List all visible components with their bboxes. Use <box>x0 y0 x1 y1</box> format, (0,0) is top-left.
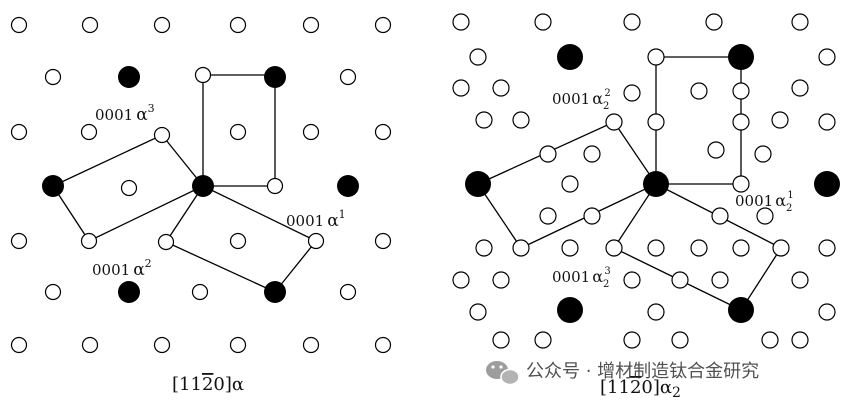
watermark: 公众号 · 增材制造钛合金研究 <box>486 361 759 386</box>
filled-atoms <box>42 66 359 303</box>
filled-atoms <box>465 44 840 323</box>
wechat-icon <box>486 361 520 386</box>
zone-axis-caption-alpha2: [1120]α2 <box>600 377 681 401</box>
alpha2-panel <box>452 13 840 349</box>
alpha-panel <box>10 16 392 354</box>
watermark-text: 公众号 · 增材制造钛合金研究 <box>526 361 759 382</box>
zone-axis-caption-alpha: [1120]α <box>172 374 244 395</box>
open-atoms <box>10 16 392 354</box>
open-atoms <box>452 13 836 349</box>
